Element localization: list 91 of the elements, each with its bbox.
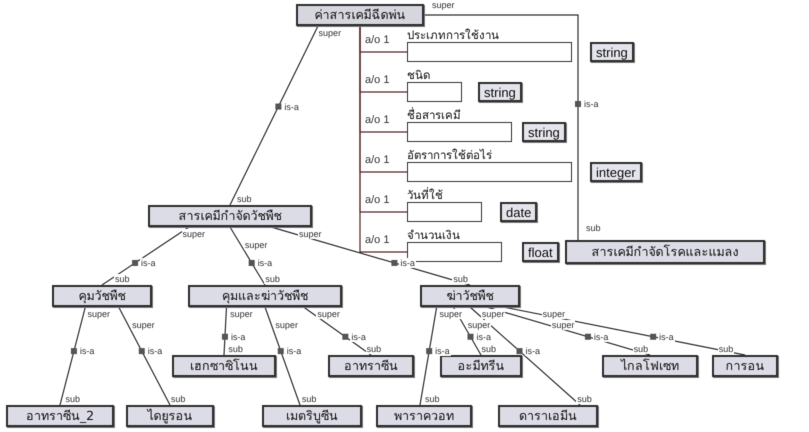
is-a-line [102,226,190,286]
class-box: ฆ่าวัชพืช [420,285,520,307]
type-box: string [590,42,634,62]
edge-label: is-a [475,332,492,342]
edge-label: is-a [78,346,96,356]
type-box: integer [590,162,642,182]
edge-label: is-a [524,346,542,356]
role-label: super [229,309,254,319]
role-label: sub [585,223,602,233]
class-box: การอน [712,355,778,377]
edge-label: a/o 1 [364,235,390,245]
role-label: super [182,229,206,239]
edge-label: is-a [230,332,246,342]
role-label: super [550,320,576,330]
edge-label: a/o 1 [364,75,390,85]
edge-label: is-a [592,332,610,342]
role-label: sub [236,194,252,204]
is-a-line [118,306,171,406]
is-a-line [303,306,372,356]
role-label: super [86,309,112,319]
role-label: sub [480,344,498,354]
class-box: อาทราซีน [328,355,414,377]
role-label: sub [632,344,650,354]
type-box: string [478,82,522,102]
class-box: ไดยูรอน [126,405,214,427]
edge-label: is-a [434,346,451,356]
role-label: sub [300,394,318,404]
edge-label: is-a [286,346,302,356]
edge-label: is-a [583,99,600,109]
edge-label: is-a [283,102,300,112]
role-label: sub [424,394,441,404]
is-a-line [59,306,86,406]
class-box: เมตริบูซีน [262,405,362,427]
role-label: sub [452,274,469,284]
is-a-line [470,306,580,406]
class-box: ค่าสารเคมีฉีดพ่น [296,4,424,26]
is-a-line [424,14,579,240]
class-box: อะมีทรีน [440,355,522,377]
role-label: sub [264,274,281,284]
is-a-line [229,226,266,286]
slot-name: จำนวนเงิน [407,228,460,242]
class-box: สารเคมีกำจัดวัชพืช [148,205,312,227]
class-box: พาราควอท [376,405,472,427]
class-box: ไกลโฟเซท [602,355,698,377]
role-label: super [316,309,341,319]
class-box: เฮกซาซิโนน [172,355,276,377]
is-a-line [419,306,438,406]
edge-label: a/o 1 [364,195,390,205]
slot-name: ชื่อสารเคมี [407,108,461,122]
edge-label: is-a [350,332,367,342]
role-label: super [431,0,456,10]
slot-name: ชนิด [407,68,430,82]
edge-label: a/o 1 [364,155,390,165]
is-a-line [229,26,319,206]
class-box: อาทราซีน_2 [6,405,114,427]
type-box: string [522,122,566,142]
edge-label: a/o 1 [364,35,390,45]
role-label: sub [718,344,734,354]
class-box: คุมและฆ่าวัชพืช [188,285,342,307]
edge-label: is-a [146,346,164,356]
role-label: sub [366,344,382,354]
role-label: super [480,309,506,319]
edge-label: a/o 1 [364,115,390,125]
type-box: date [500,202,538,222]
role-label: super [274,320,299,330]
role-label: super [438,309,463,319]
slot-name: อัตราการใช้ต่อไร่ [407,148,492,162]
class-box: ดาราเอมีน [498,405,598,427]
role-label: super [131,320,156,330]
type-box: float [522,242,559,262]
edge-label: is-a [256,258,274,268]
role-label: sub [576,394,593,404]
is-a-line [264,306,301,406]
role-label: sub [170,394,186,404]
role-label: super [244,240,268,250]
role-label: sub [227,344,244,354]
is-a-line [223,306,228,356]
class-box: สารเคมีกำจัดโรคและแมลง [565,240,765,264]
role-label: super [318,28,342,38]
slot-connector [359,26,407,253]
role-label: super [298,229,323,239]
edge-label: is-a [399,258,416,268]
edge-label: is-a [140,258,157,268]
role-label: sub [114,274,131,284]
role-label: sub [64,394,82,404]
class-box: คุมวัชพืช [52,285,152,307]
edge-label: is-a [658,332,675,342]
slot-name: ประเภทการใช้งาน [407,28,499,42]
role-label: super [542,309,566,319]
role-label: super [466,320,492,330]
slot-name: วันที่ใช้ [407,188,443,202]
